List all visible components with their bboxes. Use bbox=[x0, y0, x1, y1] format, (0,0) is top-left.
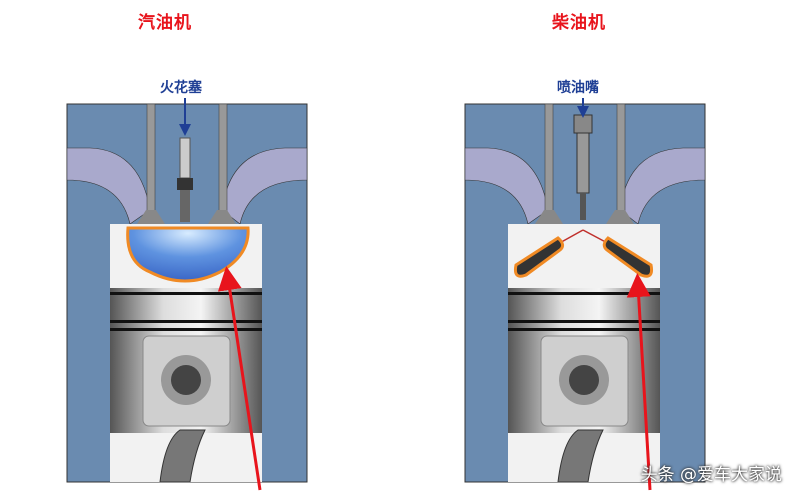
spark-plug-icon bbox=[177, 137, 193, 222]
spray-right bbox=[602, 236, 653, 278]
watermark: 头条 @爱车大家说 bbox=[640, 465, 782, 485]
red-arrow bbox=[217, 266, 262, 491]
diesel-title: 柴油机 bbox=[552, 13, 606, 33]
injector-label: 喷油嘴 bbox=[557, 80, 599, 96]
spray-left bbox=[514, 236, 565, 278]
gasoline-engine bbox=[66, 98, 308, 491]
diesel-engine bbox=[464, 98, 706, 491]
spark-plug-label: 火花塞 bbox=[160, 80, 202, 96]
gasoline-title: 汽油机 bbox=[138, 13, 192, 33]
red-arrow bbox=[626, 273, 652, 491]
flame-front bbox=[126, 226, 250, 283]
injector-icon bbox=[573, 114, 593, 220]
